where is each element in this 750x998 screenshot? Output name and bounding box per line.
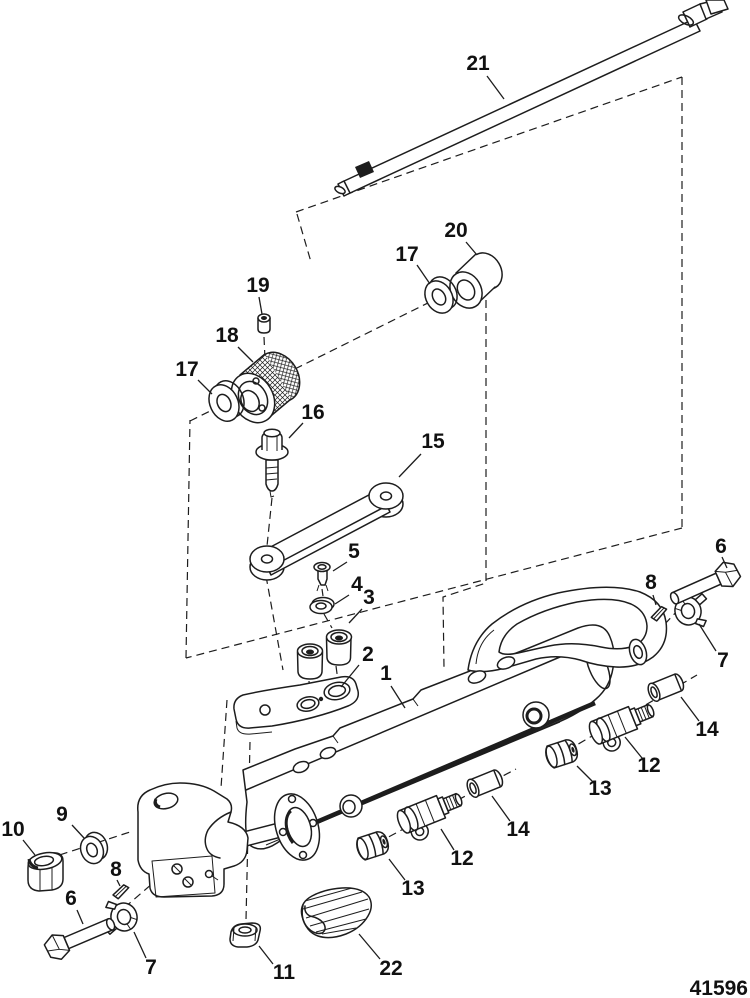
dash-link-axis bbox=[265, 575, 284, 671]
leader-1 bbox=[390, 685, 406, 709]
leader-16 bbox=[288, 422, 304, 439]
leader-14-right bbox=[680, 696, 700, 722]
knurled-bushing-18 bbox=[230, 351, 301, 424]
callout-15-label: 15 bbox=[421, 430, 445, 453]
guide-rod-21 bbox=[334, 0, 729, 197]
fitting-12-center bbox=[393, 786, 471, 847]
callout-16-label: 16 bbox=[301, 401, 324, 424]
plug-19 bbox=[257, 313, 271, 334]
dash-plate-to-clevis bbox=[220, 699, 228, 789]
callout-9-label: 9 bbox=[56, 803, 68, 826]
nut-11 bbox=[229, 922, 262, 948]
leader-14-center bbox=[491, 795, 511, 822]
leader-8-left bbox=[116, 879, 121, 887]
leader-9 bbox=[71, 824, 85, 839]
washer-17-left bbox=[208, 380, 245, 422]
leader-7-left bbox=[133, 931, 147, 959]
callout-12-center-label: 12 bbox=[450, 847, 473, 870]
leader-15 bbox=[398, 453, 422, 478]
callout-labels: 21 20 17 19 18 17 16 15 5 4 3 2 1 6 8 7 … bbox=[1, 52, 729, 984]
leader-10 bbox=[22, 839, 36, 856]
leader-6-left bbox=[76, 909, 84, 925]
leader-6-right bbox=[721, 556, 728, 569]
tilt-arm-loop bbox=[467, 586, 668, 673]
leader-4 bbox=[334, 594, 350, 605]
leader-13-right bbox=[576, 765, 595, 784]
washer-9 bbox=[79, 831, 109, 865]
bushing-20 bbox=[449, 252, 503, 309]
locknut-10 bbox=[27, 851, 64, 892]
leader-19 bbox=[258, 296, 263, 315]
callout-6-right-label: 6 bbox=[715, 535, 727, 558]
callout-13-right-label: 13 bbox=[588, 777, 611, 800]
leader-8-right bbox=[652, 594, 657, 606]
callout-6-left-label: 6 bbox=[65, 887, 77, 910]
nut-13-center bbox=[353, 828, 392, 862]
callout-8-right-label: 8 bbox=[645, 571, 657, 594]
dash-washer4-axis bbox=[321, 588, 333, 629]
dash-bolt16-axis bbox=[266, 497, 273, 547]
flange-bolt-16 bbox=[255, 428, 289, 498]
end-cap bbox=[273, 793, 321, 861]
rib-clamp-22 bbox=[300, 887, 372, 939]
spacer-bushings-3 bbox=[296, 629, 353, 680]
dash-long-diagonal bbox=[185, 527, 683, 659]
callout-12-right-label: 12 bbox=[637, 754, 660, 777]
leader-12-center bbox=[440, 828, 455, 851]
washer-17-right bbox=[424, 276, 458, 314]
callout-7-right-label: 7 bbox=[717, 649, 729, 672]
callout-13-center-label: 13 bbox=[401, 877, 424, 900]
callout-17-left-label: 17 bbox=[175, 358, 198, 381]
leader-21 bbox=[486, 75, 505, 100]
callout-leaders bbox=[22, 75, 728, 965]
callout-18-label: 18 bbox=[215, 324, 239, 347]
callout-8-left-label: 8 bbox=[110, 858, 122, 881]
leader-13-center bbox=[388, 858, 406, 881]
leader-5 bbox=[332, 561, 348, 572]
dash-corner-drop bbox=[296, 213, 312, 263]
nut-13-right bbox=[542, 736, 581, 770]
callout-1-label: 1 bbox=[380, 662, 392, 685]
dash-left-vertical bbox=[185, 419, 191, 659]
pivot-screw-5 bbox=[313, 561, 331, 592]
callout-2-label: 2 bbox=[362, 643, 374, 666]
callout-21-label: 21 bbox=[466, 52, 490, 75]
callout-5-label: 5 bbox=[348, 540, 360, 563]
dash-mid-vertical bbox=[442, 300, 487, 669]
leader-2 bbox=[340, 664, 360, 688]
mounting-plate-2 bbox=[233, 675, 360, 735]
callout-11-label: 11 bbox=[273, 961, 296, 984]
pin-14-right bbox=[645, 671, 687, 704]
callout-3-label: 3 bbox=[363, 586, 375, 609]
callout-4-label: 4 bbox=[351, 573, 363, 596]
keeper-clip-8-left bbox=[110, 883, 132, 901]
callout-14-center-label: 14 bbox=[506, 818, 530, 841]
callout-10-label: 10 bbox=[1, 818, 24, 841]
pin-14-center bbox=[464, 767, 506, 800]
leader-12-right bbox=[624, 736, 643, 759]
callout-20-label: 20 bbox=[444, 219, 467, 242]
leader-17-right bbox=[416, 264, 431, 285]
leader-20 bbox=[465, 241, 478, 256]
hex-bolt-6-right bbox=[665, 557, 744, 613]
callout-22-label: 22 bbox=[379, 957, 402, 980]
steering-link-15 bbox=[249, 482, 404, 581]
washer-4 bbox=[309, 596, 335, 615]
clevis-bracket bbox=[137, 782, 249, 898]
callout-7-left-label: 7 bbox=[145, 956, 157, 979]
leader-17-left bbox=[197, 379, 213, 395]
leader-11 bbox=[258, 945, 274, 965]
callout-14-right-label: 14 bbox=[695, 718, 719, 741]
leader-7-right bbox=[698, 623, 717, 652]
dash-top-diagonal bbox=[295, 76, 683, 213]
leader-18 bbox=[237, 346, 254, 363]
leader-22 bbox=[358, 933, 381, 960]
callout-19-label: 19 bbox=[246, 274, 269, 297]
callout-17-right-label: 17 bbox=[395, 243, 418, 266]
fitting-12-right bbox=[585, 697, 663, 758]
drawing-number: 41596 bbox=[690, 977, 748, 998]
leader-3 bbox=[348, 608, 363, 624]
